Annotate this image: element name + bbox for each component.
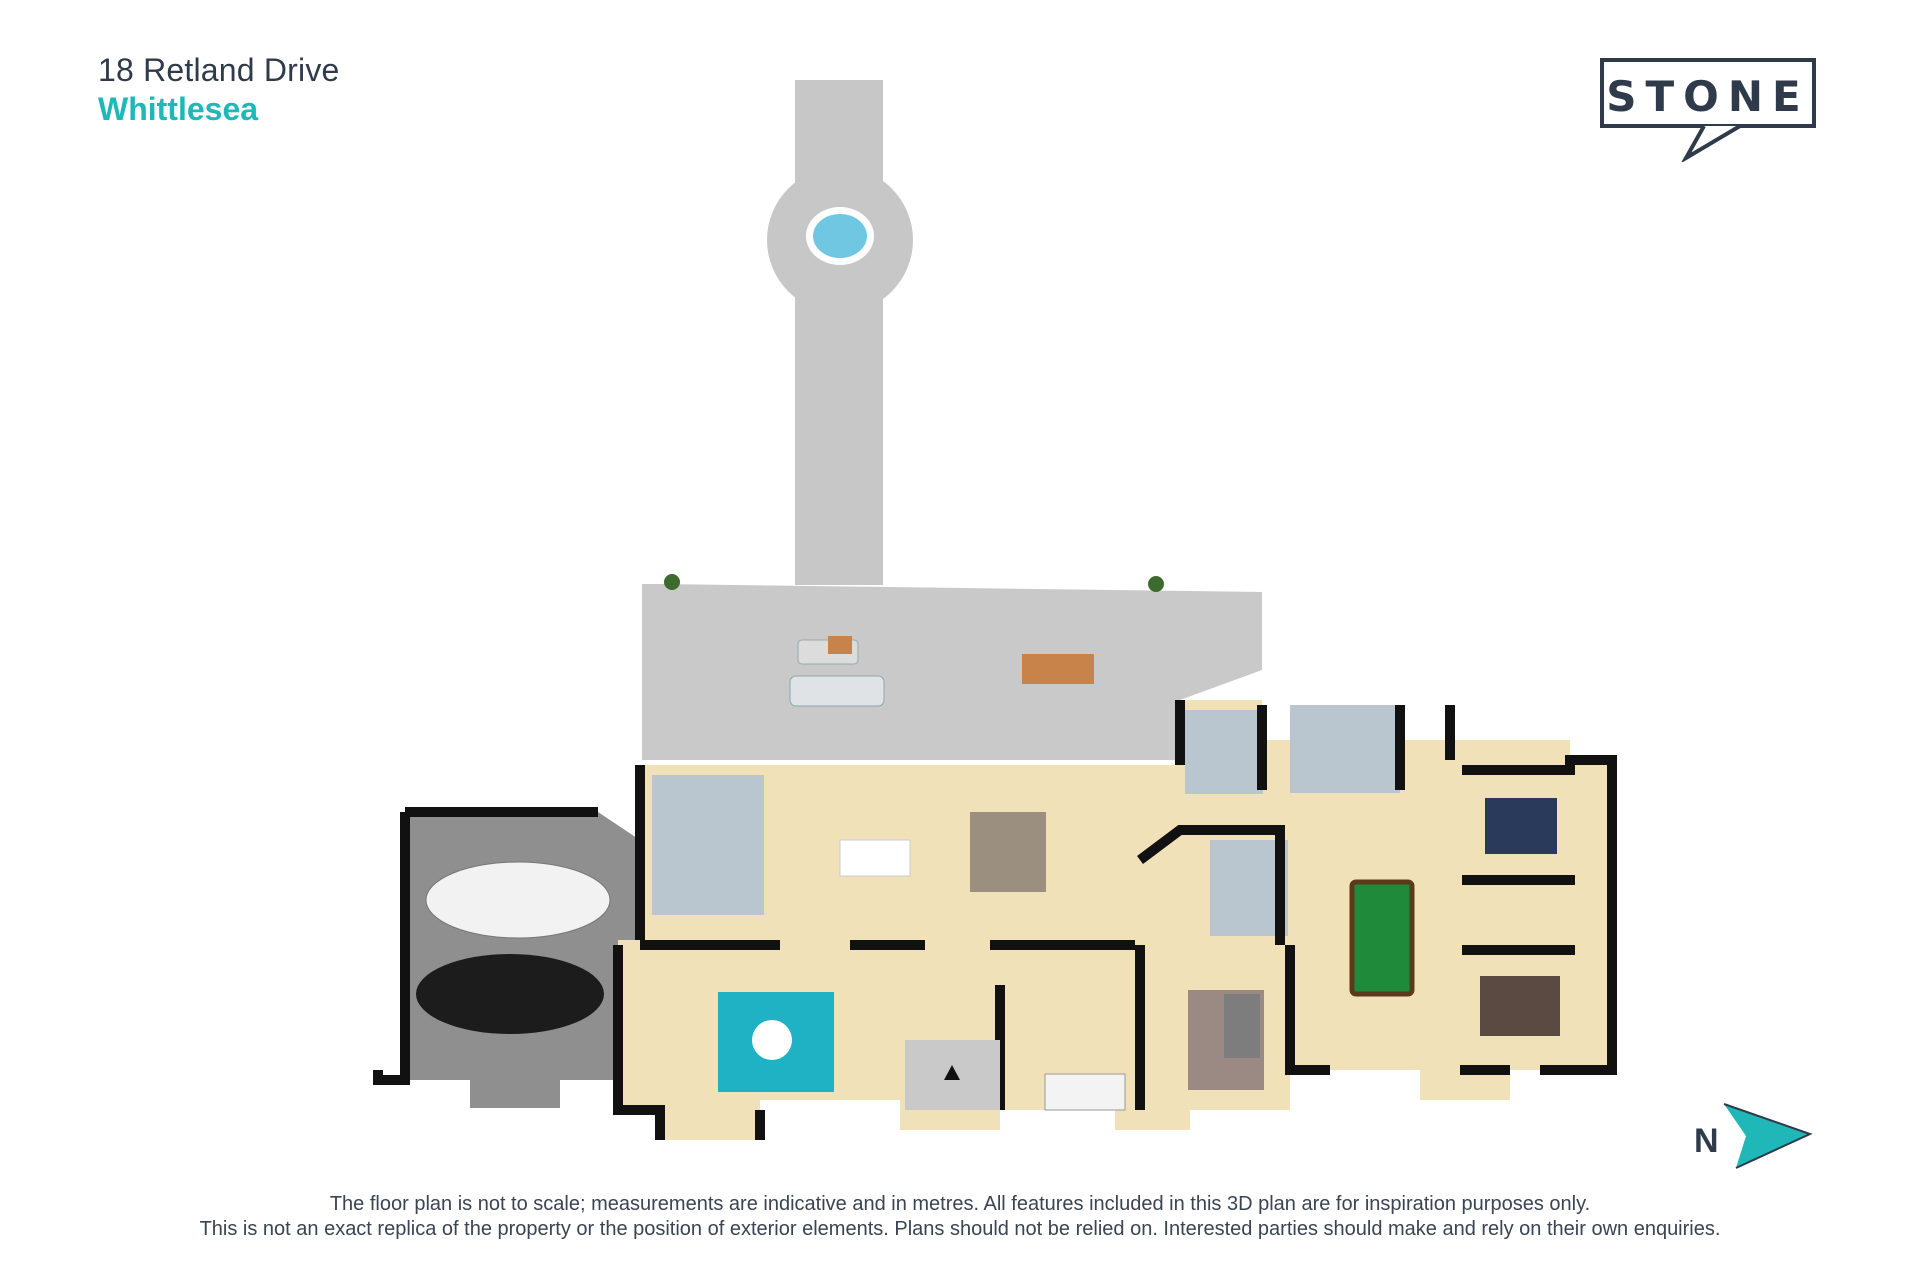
outdoor-lounge (789, 675, 885, 707)
north-arrow-icon (1723, 1103, 1813, 1169)
brand-logo: STONE (1600, 58, 1824, 162)
queen-bed (1224, 994, 1260, 1058)
pot-plant-right (1148, 576, 1164, 592)
coffee-table (828, 636, 852, 654)
suburb-name: Whittlesea (98, 91, 259, 127)
white-car (425, 861, 611, 939)
bathroom-tiles (1290, 705, 1400, 793)
north-compass: N (1694, 1100, 1814, 1172)
logo-speech-tail (1681, 124, 1742, 162)
alfresco-paving (642, 584, 1262, 760)
disclaimer: The floor plan is not to scale; measurem… (0, 1192, 1920, 1242)
navy-bed (1485, 798, 1557, 854)
pot-plant-left (664, 574, 680, 590)
interior-walls (613, 700, 1617, 1140)
logo-wordmark: STONE (1606, 72, 1810, 121)
floor-plan (373, 80, 1617, 1140)
outdoor-dining-table (1022, 654, 1094, 684)
double-bed (1480, 976, 1560, 1036)
round-coffee-table (752, 1020, 792, 1060)
single-bed (1044, 1073, 1126, 1111)
street-address: 18 Retland Drive (98, 52, 340, 88)
billiard-table (1349, 879, 1415, 997)
living-rug (970, 812, 1046, 892)
laundry-tiles (1185, 710, 1263, 794)
compass-n-label: N (1694, 1122, 1719, 1160)
property-address: 18 Retland Drive Whittlesea (98, 52, 340, 128)
dining-table (839, 839, 911, 877)
fountain-water (813, 214, 867, 258)
kitchen-tiles (652, 775, 764, 915)
driveway (795, 80, 883, 585)
entry-arrow (944, 1065, 960, 1080)
black-car (416, 954, 604, 1034)
house-floor (618, 700, 1612, 1140)
disclaimer-line-2: This is not an exact replica of the prop… (199, 1218, 1721, 1240)
disclaimer-line-1: The floor plan is not to scale; measurem… (329, 1193, 1591, 1215)
garage-walls (373, 807, 598, 1085)
